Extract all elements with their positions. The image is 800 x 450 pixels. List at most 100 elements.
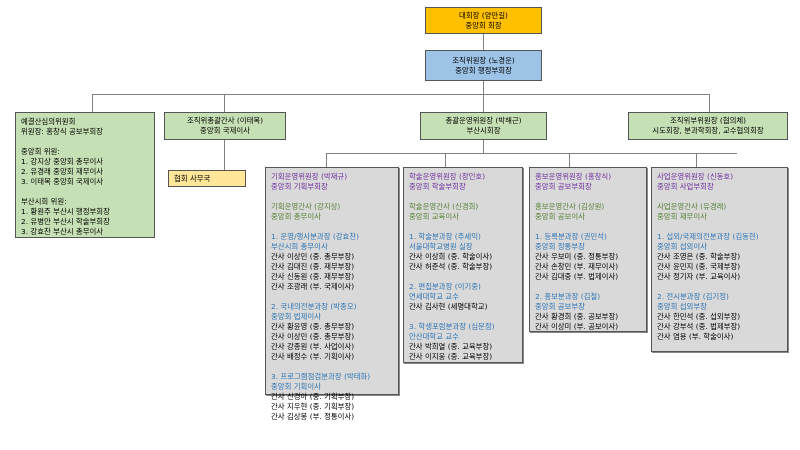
connector — [483, 33, 484, 50]
subcommittee-head-title: 중앙회 정통부장 — [535, 242, 585, 251]
subcommittee-member: 간사 배정수 (부. 기획이사) — [271, 352, 355, 361]
general-ops-title: 부산시회장 — [466, 126, 501, 135]
busan-members-label: 부산시회 위원: — [21, 197, 67, 206]
committee-chair: 학술운영위원장 (장인호) — [409, 172, 486, 181]
subcommittee-member: 간사 김대진 (중. 재무부장) — [271, 262, 355, 271]
subcommittee-member: 간사 강부석 (중. 법제부장) — [657, 322, 741, 331]
office-label: 협회 사무국 — [174, 174, 211, 183]
org-chair-title: 중앙회 행정부회장 — [455, 65, 512, 75]
subcommittee-head-title: 중앙회 섭외부장 — [657, 302, 707, 311]
committee-secretary-title: 중앙회 재무이사 — [657, 212, 707, 221]
subcommittee-member: 간사 이상민 (중. 총무부장) — [271, 252, 355, 261]
subcommittee-head: 1. 섭외/국제의전분과장 (김동현) — [657, 232, 759, 241]
subcommittee-member: 간사 조영은 (중. 학술부장) — [657, 252, 741, 261]
subcommittee-member: 간사 지우현 (중. 기획부장) — [271, 402, 355, 411]
committee-secretary: 학술운영간사 (신경희) — [409, 202, 479, 211]
subcommittee-member: 간사 윤민지 (중. 국제부장) — [657, 262, 741, 271]
subcommittee-member: 간사 신경아 (중. 기획부장) — [271, 392, 355, 401]
subcommittee-head: 3. 학생포럼분과장 (심문정) — [409, 322, 495, 331]
subcommittee-head: 2. 홍보분과장 (김철) — [535, 292, 601, 301]
subcommittee-member: 간사 정기자 (부. 교육이사) — [657, 272, 741, 281]
subcommittee-member: 간사 우보미 (중. 정통부장) — [535, 252, 619, 261]
connector — [445, 153, 446, 167]
subcommittee-member: 간사 한민석 (중. 섭외부장) — [657, 312, 741, 321]
subcommittee-member: 간사 조광래 (부. 국제이사) — [271, 282, 355, 291]
subcommittee-member: 간사 허준석 (중. 학술부장) — [409, 262, 493, 271]
connector — [92, 94, 93, 112]
subcommittee-member: 간사 황경희 (중. 공보부장) — [535, 312, 619, 321]
committee-secretary: 기획운영간사 (강지상) — [271, 202, 341, 211]
connector — [224, 140, 225, 170]
subcommittee-member: 간사 이지웅 (중. 교육부장) — [409, 352, 493, 361]
committee-secretary-title: 중앙회 총무이사 — [271, 212, 321, 221]
general-ops-name: 총괄운영위원장 (박해근) — [445, 116, 522, 125]
subcommittee-head: 2. 전시분과장 (김기정) — [657, 292, 729, 301]
president-box: 대회장 (양만길) 중앙회 회장 — [425, 7, 542, 34]
committee-chair: 사업운영위원장 (신동호) — [657, 172, 734, 181]
subcommittee-head: 1. 등록분과장 (권민석) — [535, 232, 607, 241]
committee-secretary-title: 중앙회 교육이사 — [409, 212, 459, 221]
subcommittee-member: 간사 이상미 (부. 공보이사) — [535, 322, 619, 331]
central-members-label: 중앙회 위원: — [21, 147, 60, 156]
subcommittee-member: 간사 강종원 (부. 사업이사) — [271, 342, 355, 351]
subcommittee-member: 간사 황윤영 (중. 총무부장) — [271, 322, 355, 331]
central-member: 1. 강지상 중앙회 총무이사 — [21, 157, 104, 166]
busan-member: 2. 유병안 부산시 학술부회장 — [21, 217, 110, 226]
connector — [483, 81, 484, 114]
subcommittee-member: 간사 신동원 (중. 재무부장) — [271, 272, 355, 281]
connector — [326, 153, 327, 167]
subcommittee-member: 간사 김대중 (부. 법제이사) — [535, 272, 619, 281]
subcommittee-head: 3. 프로그램점검분과장 (박태화) — [271, 372, 371, 381]
central-member: 3. 이태복 중앙회 국제이사 — [21, 177, 104, 186]
subcommittee-head-title: 서울대학교병원 실장 — [409, 242, 473, 251]
subcommittee-head: 1. 운영/행사분과장 (강효찬) — [271, 232, 360, 241]
committee-secretary: 사업운영간사 (유경래) — [657, 202, 727, 211]
committee-chair-title: 중앙회 기획부회장 — [271, 182, 328, 191]
secretary-general-title: 중앙회 국제이사 — [200, 126, 250, 135]
subcommittee-head: 1. 학술분과장 (주세익) — [409, 232, 481, 241]
ethics-title: 예결산심의위원회 — [21, 117, 76, 126]
committee-chair: 기획운영위원장 (박재규) — [271, 172, 348, 181]
connector — [92, 94, 710, 95]
subcommittee-head: 2. 편집분과장 (이기중) — [409, 282, 481, 291]
office-box: 협회 사무국 — [168, 170, 246, 187]
busan-member: 3. 강효찬 부산시 총무이사 — [21, 227, 104, 236]
subcommittee-head-title: 연세대학교 교수 — [409, 292, 459, 301]
connector — [326, 153, 737, 154]
subcommittee-member: 간사 손창민 (부. 재무이사) — [535, 262, 619, 271]
subcommittee-member: 간사 이상민 (중. 총무부장) — [271, 332, 355, 341]
connector — [224, 94, 225, 112]
subcommittee-member: 간사 김상봉 (부. 정통이사) — [271, 412, 355, 421]
committee-chair-title: 중앙회 사업부회장 — [657, 182, 714, 191]
ethics-committee-box: 예결산심의위원회 위원장: 홍창식 공보부회장 중앙회 위원: 1. 강지상 중… — [15, 112, 155, 238]
committee-chair: 홍보운영위원장 (홍창식) — [535, 172, 612, 181]
ethics-chair: 위원장: 홍창식 공보부회장 — [21, 127, 103, 136]
committee-chair-title: 중앙회 공보부회장 — [535, 182, 592, 191]
subcommittee-head-title: 중앙회 기획이사 — [271, 382, 321, 391]
committee-chair-title: 중앙회 학술부회장 — [409, 182, 466, 191]
vice-chairs-title: 시도회장, 분과학회장, 교수협의회장 — [652, 126, 764, 135]
subcommittee-member: 간사 염용 (부. 학술이사) — [657, 332, 734, 341]
subcommittee-head-title: 부산시회 총무이사 — [271, 242, 328, 251]
central-member: 2. 유경래 중앙회 재무이사 — [21, 167, 104, 176]
president-title: 중앙회 회장 — [465, 20, 502, 30]
secretary-general-name: 조직위총괄간사 (이태복) — [186, 116, 264, 125]
org-chair-box: 조직위원장 (노경운) 중앙회 행정부회장 — [425, 50, 542, 81]
org-chair-name: 조직위원장 (노경운) — [452, 55, 515, 65]
subcommittee-head: 2. 국내의전분과장 (박종오) — [271, 302, 357, 311]
subcommittee-member: 간사 박희열 (중. 교육부장) — [409, 342, 493, 351]
busan-member: 1. 황원주 부산시 행정부회장 — [21, 207, 110, 216]
secretary-general-box: 조직위총괄간사 (이태복) 중앙회 국제이사 — [164, 112, 286, 140]
subcommittee-head-title: 중앙회 섭외이사 — [657, 242, 707, 251]
subcommittee-head-title: 중앙회 공보부장 — [535, 302, 585, 311]
subcommittee-head-title: 중앙회 법제이사 — [271, 312, 321, 321]
committee-secretary-title: 중앙회 공보이사 — [535, 212, 585, 221]
subcommittee-member: 간사 이상희 (중. 학술이사) — [409, 252, 493, 261]
subcommittee-member: 간사 김사현 (세명대학교) — [409, 302, 488, 311]
general-ops-box: 총괄운영위원장 (박해근) 부산시회장 — [420, 112, 547, 140]
connector — [483, 140, 484, 153]
